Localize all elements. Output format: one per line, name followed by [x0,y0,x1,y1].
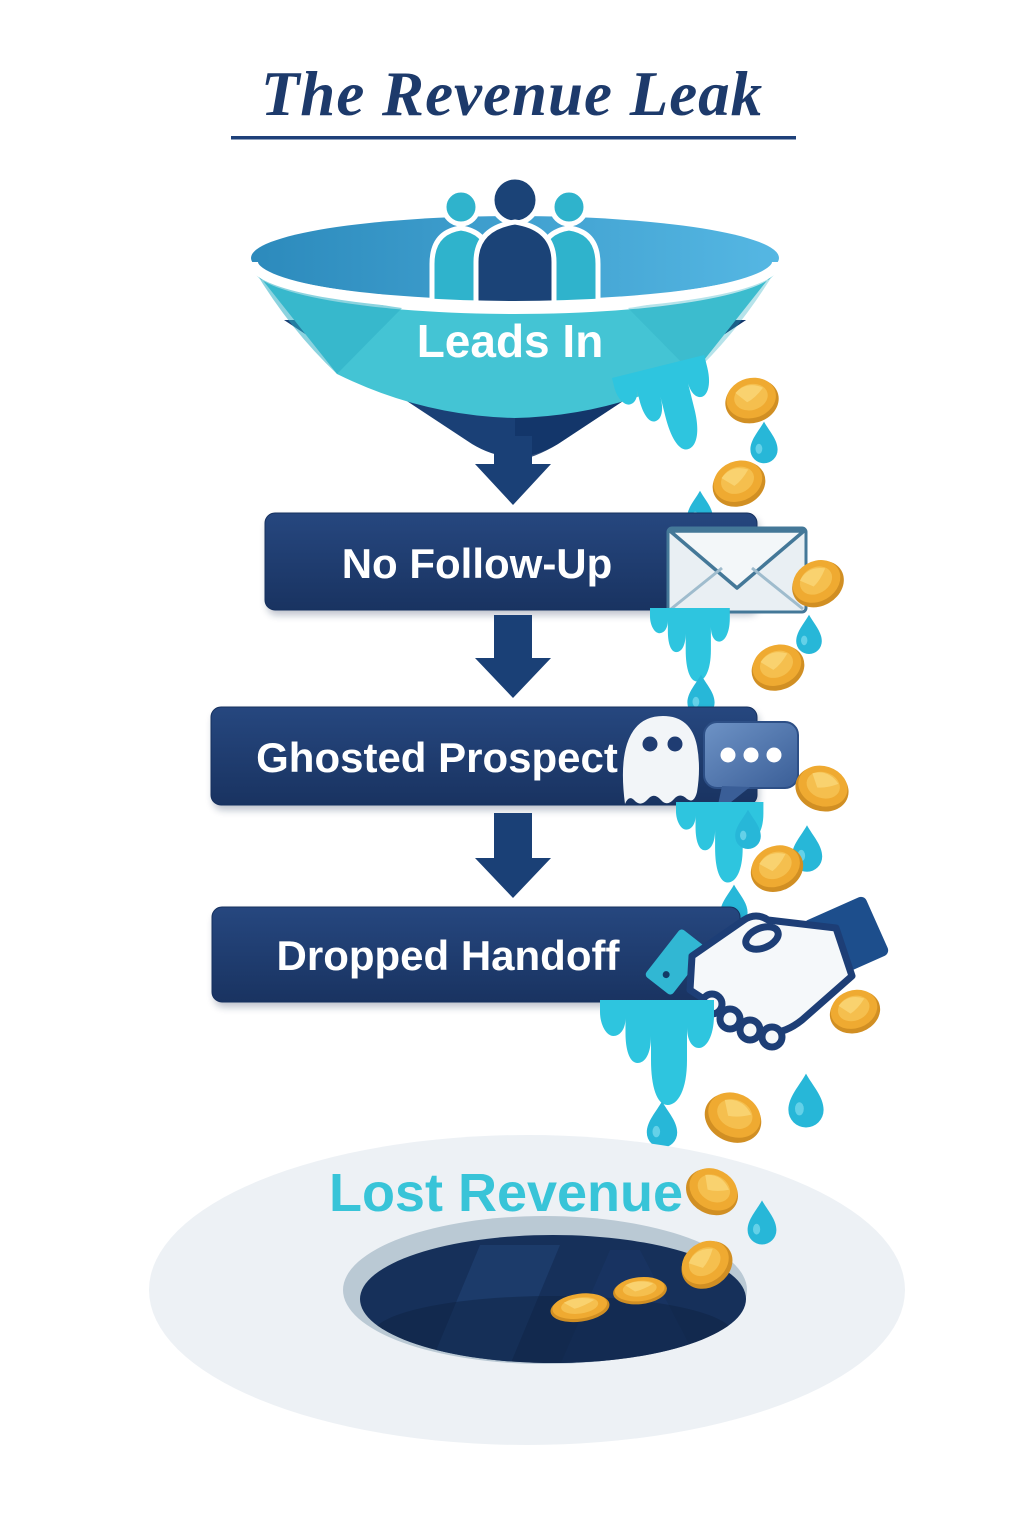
coin-icon [696,1083,770,1152]
stage-bar-ghosted-prospect: Ghosted Prospect [210,706,855,927]
drop-icon [796,614,822,654]
handshake-icon [645,896,889,1051]
lost-revenue-zone: Lost Revenue [149,1135,905,1445]
funnel-label: Leads In [417,315,604,367]
drop-icon [788,1073,824,1128]
outcome-label: Lost Revenue [329,1163,683,1223]
stage-bar-dropped-handoff: Dropped Handoff [211,896,889,1194]
envelope-icon [666,526,808,614]
funnel: Leads In [248,174,784,530]
arrow-down-icon [475,813,551,898]
drop-icon [646,1101,678,1148]
drain-hole [343,1216,747,1364]
coin-icon [719,371,784,430]
page-title: The Revenue Leak [261,59,763,129]
people-icon [429,174,601,313]
arrow-down-icon [475,436,551,505]
arrow-down-icon [475,615,551,698]
stage-bar-no-follow-up: No Follow-Up [264,512,853,717]
stage-label: Ghosted Prospect [256,734,618,781]
ghost-icon [622,716,699,804]
drop-icon [750,421,778,464]
leak-drip [600,1000,714,1105]
leak-drip [650,608,730,682]
title-underline [231,136,796,140]
stage-label: No Follow-Up [342,540,613,587]
stage-label: Dropped Handoff [277,932,621,979]
coin-icon [789,758,855,819]
